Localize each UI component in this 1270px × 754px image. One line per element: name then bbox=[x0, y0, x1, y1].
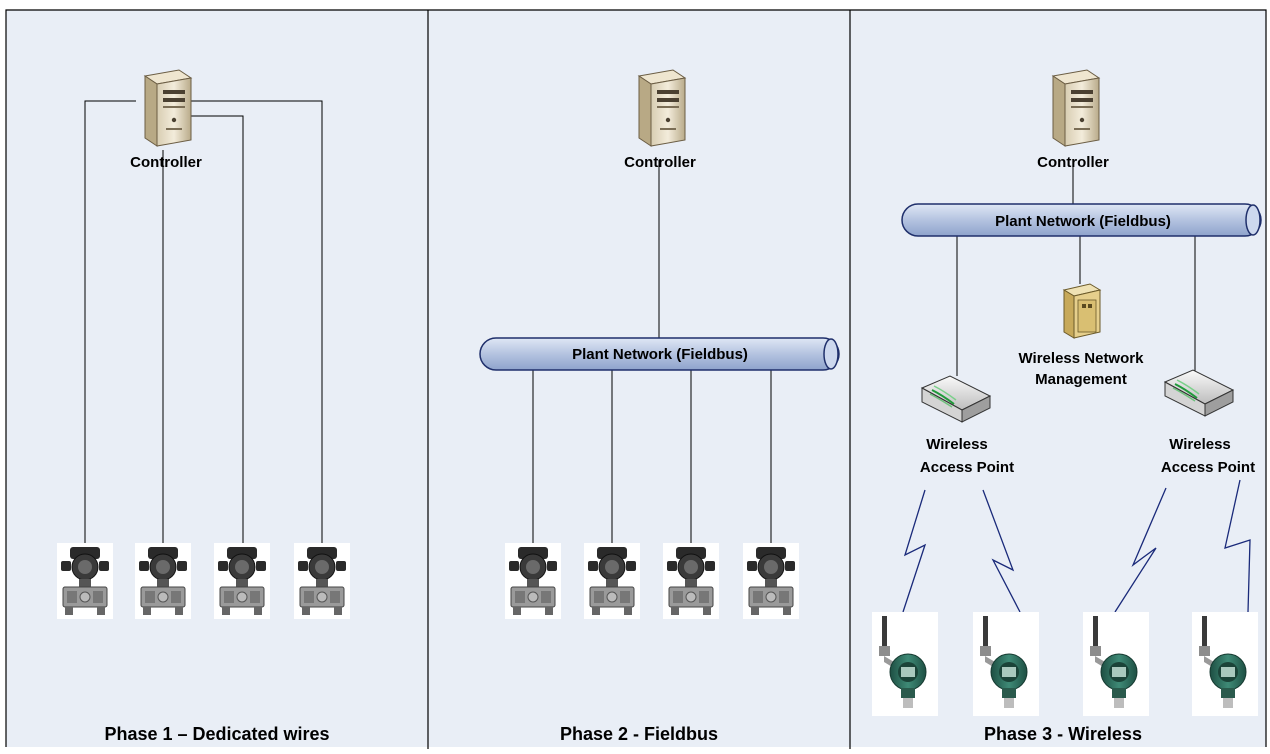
plant-network-label: Plant Network (Fieldbus) bbox=[995, 213, 1171, 230]
pressure-transmitter-icon bbox=[663, 543, 719, 619]
access-point-right-line2: Access Point bbox=[1161, 459, 1255, 476]
radio-link bbox=[902, 489, 927, 613]
plant-network-pipe bbox=[901, 203, 1262, 237]
wire-4 bbox=[190, 100, 323, 546]
panel-1: Controller Phase 1 – Dedicated wires bbox=[57, 69, 350, 744]
wireless-transmitter-icon bbox=[872, 612, 938, 716]
panel-1-background bbox=[6, 10, 428, 747]
access-point-left-line1: Wireless bbox=[926, 436, 988, 453]
wireless-transmitter-icon bbox=[1083, 612, 1149, 716]
pressure-transmitter-icon bbox=[135, 543, 191, 619]
pressure-transmitter-icon bbox=[505, 543, 561, 619]
panel-3-caption: Phase 3 - Wireless bbox=[984, 724, 1142, 744]
plant-network-label: Plant Network (Fieldbus) bbox=[572, 346, 748, 363]
controller-label: Controller bbox=[624, 154, 696, 171]
pressure-transmitter-icon bbox=[294, 543, 350, 619]
wire-1 bbox=[84, 100, 136, 546]
panel-3-drops bbox=[956, 236, 1196, 376]
radio-link bbox=[982, 489, 1021, 613]
radio-link bbox=[1114, 487, 1167, 613]
controller-server-icon bbox=[1052, 69, 1100, 147]
pressure-transmitter-icon bbox=[743, 543, 799, 619]
management-label-line1: Wireless Network bbox=[1019, 350, 1145, 367]
panel-1-wires bbox=[84, 100, 323, 546]
radio-link bbox=[1224, 479, 1251, 613]
wireless-transmitter-icon bbox=[1192, 612, 1258, 716]
pressure-transmitter-icon bbox=[214, 543, 270, 619]
panel-2: Controller Plant Network (Fieldbus) Phas… bbox=[479, 69, 840, 744]
panel-1-caption: Phase 1 – Dedicated wires bbox=[104, 724, 329, 744]
panel-2-drops bbox=[532, 370, 772, 546]
panel-2-caption: Phase 2 - Fieldbus bbox=[560, 724, 718, 744]
controller-server-icon bbox=[638, 69, 686, 147]
controller-label: Controller bbox=[1037, 154, 1109, 171]
management-label-line2: Management bbox=[1035, 371, 1127, 388]
wire-3 bbox=[190, 115, 244, 546]
pressure-transmitter-icon bbox=[584, 543, 640, 619]
controller-label: Controller bbox=[130, 154, 202, 171]
radio-links bbox=[902, 479, 1251, 613]
pressure-transmitter-icon bbox=[57, 543, 113, 619]
access-point-left-line2: Access Point bbox=[920, 459, 1014, 476]
plant-network-pipe bbox=[479, 337, 840, 371]
access-point-right-line1: Wireless bbox=[1169, 436, 1231, 453]
controller-server-icon bbox=[144, 69, 192, 147]
panel-3: Controller Plant Network (Fieldbus) Wire… bbox=[872, 69, 1262, 744]
outer-border bbox=[5, 9, 1267, 747]
wireless-transmitter-icon bbox=[973, 612, 1039, 716]
network-management-icon bbox=[1063, 283, 1101, 339]
